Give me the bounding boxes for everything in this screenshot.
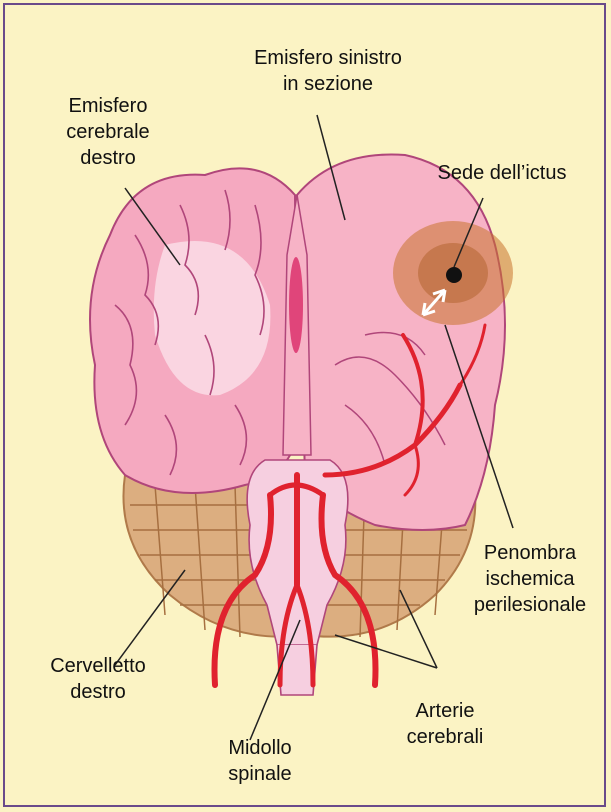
label-stroke-site: Sede dell’ictus <box>417 160 587 186</box>
label-right-hemisphere: Emisfero cerebrale destro <box>43 93 173 171</box>
label-penumbra: Penombra ischemica perilesionale <box>460 540 600 618</box>
label-left-hemisphere-section: Emisfero sinistro in sezione <box>233 45 423 97</box>
label-cerebral-arteries: Arterie cerebrali <box>390 698 500 750</box>
label-cerebellum: Cervelletto destro <box>33 653 163 705</box>
label-spinal-cord: Midollo spinale <box>205 735 315 787</box>
right-hemisphere <box>90 168 297 493</box>
diagram-frame: Emisfero cerebrale destro Emisfero sinis… <box>3 3 606 807</box>
